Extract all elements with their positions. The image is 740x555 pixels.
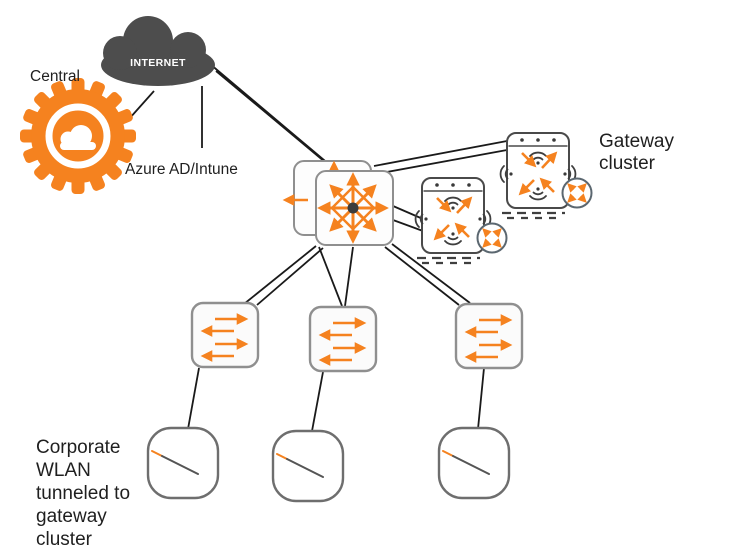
link-controller-gateway2 [373, 140, 508, 175]
gateway-device-2 [501, 133, 592, 218]
link-switch1-ap1 [187, 367, 200, 430]
switch-3 [456, 304, 522, 368]
svg-text:Corporate: Corporate [36, 437, 121, 458]
link-controller-switch1 [243, 245, 324, 306]
link-switch2-ap2 [311, 371, 324, 432]
cloud-glyph [60, 125, 96, 150]
central-cloud-gear-icon [20, 78, 136, 194]
svg-text:gateway: gateway [36, 506, 107, 527]
access-point-1 [146, 426, 220, 500]
svg-text:cluster: cluster [36, 529, 93, 550]
corporate-wlan-label: Corporate WLAN tunneled to gateway clust… [36, 437, 130, 550]
switch-2 [310, 307, 376, 371]
internet-label: INTERNET [130, 57, 186, 69]
central-label: Central [30, 68, 80, 85]
gateway-device-1 [416, 178, 507, 263]
access-point-3 [437, 426, 511, 500]
connector-lines [128, 63, 508, 432]
azure-ad-label: Azure AD/Intune [125, 161, 238, 178]
switch-1 [192, 303, 258, 367]
svg-text:WLAN: WLAN [36, 460, 91, 481]
access-point-2 [271, 429, 345, 503]
controller-cluster-icon [282, 160, 394, 246]
link-controller-switch3 [384, 243, 471, 306]
gateway-cluster-label: Gateway cluster [599, 131, 674, 174]
link-controller-switch2 [318, 246, 354, 307]
svg-text:Gateway: Gateway [599, 131, 674, 152]
svg-text:tunneled to: tunneled to [36, 483, 130, 504]
internet-cloud-icon: INTERNET [101, 16, 215, 86]
controller-star-icon [317, 172, 389, 244]
link-switch3-ap3 [477, 367, 485, 430]
link-internet-controller [209, 63, 338, 173]
link-controller-gateway1 [392, 205, 424, 232]
link-central-internet [128, 90, 155, 120]
svg-text:cluster: cluster [599, 153, 656, 174]
